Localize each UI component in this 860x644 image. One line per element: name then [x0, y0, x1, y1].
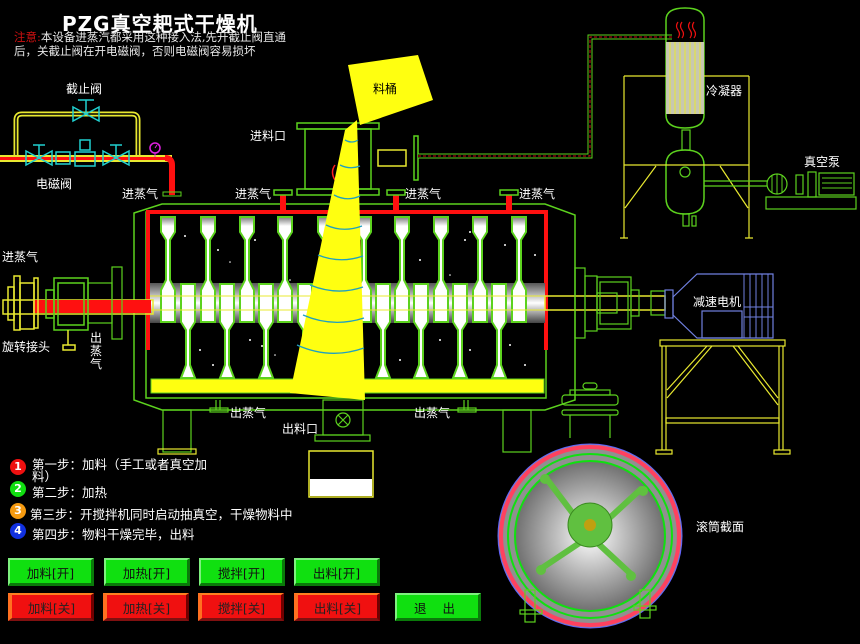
blade-cap [396, 218, 408, 226]
step-3-text: 第三步：开搅拌机同时启动抽真空，干燥物料中 [30, 507, 293, 522]
solenoid-valve-icon[interactable] [55, 139, 96, 167]
stop-valve-icon[interactable] [72, 99, 100, 123]
feed-inlet [296, 34, 672, 196]
rotary-joint [2, 266, 154, 351]
blade-cap [474, 218, 486, 226]
material-bucket-icon[interactable] [348, 55, 433, 125]
step-4-text: 第四步：物料干燥完毕，出料 [32, 527, 195, 542]
label-drum-section: 滚筒截面 [696, 520, 745, 534]
stir-off-button[interactable]: 搅拌[关] [198, 593, 284, 621]
steam-inlet-manifold [0, 99, 182, 197]
lower-blade [374, 283, 392, 379]
label-steam-in-3: 进蒸气 [405, 187, 442, 201]
label-gear-motor: 减速电机 [693, 295, 742, 309]
material-flow [290, 55, 433, 400]
label-condenser: 冷凝器 [706, 84, 743, 98]
step-1-badge: 1 [10, 459, 26, 475]
drum-cross-section [497, 443, 683, 629]
blade-cap [241, 218, 253, 226]
pressure-gauge-icon [149, 142, 161, 157]
exit-button[interactable]: 退 出 [395, 593, 481, 621]
label-solenoid-valve: 电磁阀 [36, 177, 73, 191]
label-steam-out-right: 出蒸气 [414, 406, 451, 420]
label-vacuum-pump: 真空泵 [804, 155, 841, 169]
lower-blade [218, 283, 236, 379]
step-4-badge: 4 [10, 523, 26, 539]
step-1: 1 第一步：加料（手工或者真空加料） [8, 458, 228, 483]
blade-cap [319, 218, 331, 226]
feed-off-button[interactable]: 加料[关] [8, 593, 94, 621]
vacuum-pump [765, 171, 857, 210]
discharge-on-button[interactable]: 出料[开] [294, 558, 380, 586]
label-stop-valve: 截止阀 [66, 82, 103, 96]
blade-cap [358, 218, 370, 226]
label-steam-in-2: 进蒸气 [235, 187, 272, 201]
valve-right-icon[interactable] [102, 144, 130, 167]
label-steam-in-left: 进蒸气 [2, 250, 39, 264]
notice-body: 本设备进蒸汽都采用这种接入法,先开截止阀直通后，关截止阀在开电磁阀，否则电磁阀容… [14, 30, 287, 58]
blade-cap [279, 218, 291, 226]
label-steam-in-1: 进蒸气 [122, 187, 159, 201]
blade-cap [202, 218, 214, 226]
step-3: 3 第三步：开搅拌机同时启动抽真空，干燥物料中 [8, 503, 308, 522]
label-rotary-joint: 旋转接头 [2, 340, 51, 354]
label-steam-out-left: 出蒸气 [230, 406, 267, 420]
collection-bin [308, 450, 374, 498]
blade-cap [513, 218, 525, 226]
label-discharge-outlet: 出料口 [282, 422, 319, 436]
bearing-seat [561, 382, 619, 438]
heat-on-button[interactable]: 加热[开] [104, 558, 190, 586]
label-feed-inlet: 进料口 [250, 129, 287, 143]
step-2-badge: 2 [10, 481, 26, 497]
lower-blade [451, 283, 469, 379]
steam-inlet-ports [273, 189, 519, 213]
step-1-text: 第一步：加料（手工或者真空加料） [32, 457, 208, 484]
label-steam-out-vertical: 出蒸气 [90, 331, 103, 371]
heat-off-button[interactable]: 加热[关] [103, 593, 189, 621]
gear-motor [544, 267, 791, 455]
feed-on-button[interactable]: 加料[开] [8, 558, 94, 586]
condenser [620, 7, 767, 239]
step-2-text: 第二步：加热 [32, 485, 108, 500]
step-2: 2 第二步：加热 [8, 481, 228, 500]
lower-blade [412, 283, 430, 379]
blade-cap [435, 218, 447, 226]
valve-left-icon[interactable] [25, 144, 53, 167]
label-material-bucket: 料桶 [373, 82, 398, 96]
blade-cap [162, 218, 174, 226]
lower-blade [257, 283, 275, 379]
notice-prefix: 注意: [14, 30, 41, 44]
discharge-valve-icon[interactable] [314, 399, 371, 442]
lower-blade [490, 283, 508, 379]
label-steam-in-4: 进蒸气 [519, 187, 556, 201]
step-4: 4 第四步：物料干燥完毕，出料 [8, 523, 228, 542]
step-3-badge: 3 [10, 503, 26, 519]
page-title: PZG真空耙式干燥机 [62, 12, 258, 36]
discharge-off-button[interactable]: 出料[关] [294, 593, 380, 621]
notice-text: 注意:本设备进蒸汽都采用这种接入法,先开截止阀直通后，关截止阀在开电磁阀，否则电… [14, 30, 304, 58]
stir-on-button[interactable]: 搅拌[开] [199, 558, 285, 586]
lower-blade [179, 283, 197, 379]
